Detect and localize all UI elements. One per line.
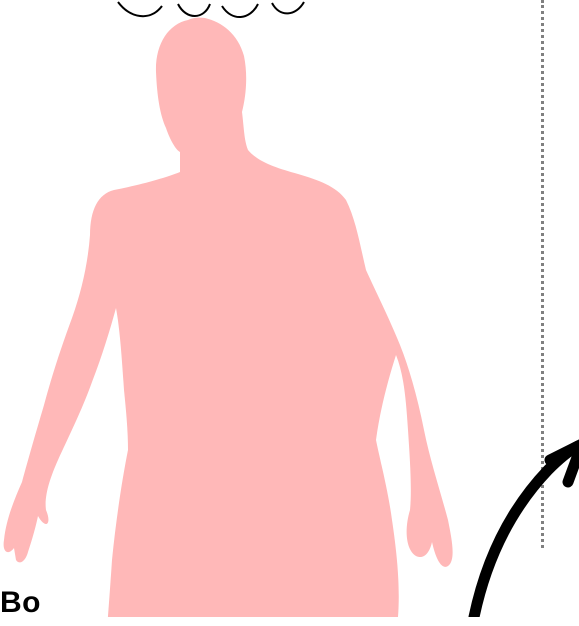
caption-bold-text: Bo (0, 586, 41, 619)
cropped-caption-text: Bo (0, 586, 470, 626)
